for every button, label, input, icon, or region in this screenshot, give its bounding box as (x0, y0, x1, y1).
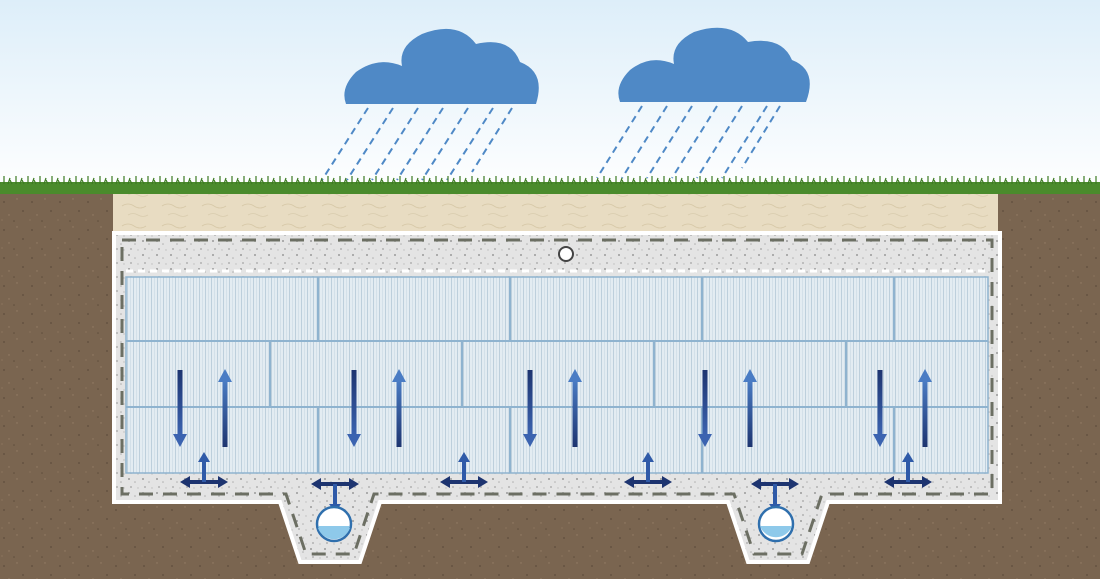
rain-cloud-left (321, 28, 539, 181)
sky (0, 0, 1100, 195)
down-arrow-icon (173, 370, 187, 447)
rain-cloud-right (596, 27, 810, 179)
flow-arrows (173, 369, 932, 447)
up-arrow-icon (918, 369, 932, 447)
rain-cloud-icon (344, 28, 539, 105)
lateral-spread-arrow-icon (440, 452, 488, 488)
lateral-arrows (180, 452, 932, 512)
up-arrow-icon (218, 369, 232, 447)
up-arrow-icon (392, 369, 406, 447)
grass (0, 176, 1100, 194)
down-arrow-icon (523, 370, 537, 447)
inspection-port (558, 246, 574, 262)
lateral-spread-arrow-icon (884, 452, 932, 488)
rain-streaks (321, 107, 513, 181)
down-arrow-icon (698, 370, 712, 447)
outlet-pipe-right (757, 505, 795, 543)
geotextile-liner (120, 238, 994, 556)
lateral-spread-arrow-icon (624, 452, 672, 488)
down-arrow-icon (873, 370, 887, 447)
down-arrow-icon (347, 370, 361, 447)
storage-crates (125, 276, 989, 474)
outlet-pipe-left (315, 505, 353, 543)
up-arrow-icon (568, 369, 582, 447)
rain-cloud-icon (618, 27, 810, 102)
rain-streaks (596, 105, 781, 179)
lateral-spread-arrow-icon (180, 452, 228, 488)
backfill-layer (113, 194, 998, 232)
up-arrow-icon (743, 369, 757, 447)
